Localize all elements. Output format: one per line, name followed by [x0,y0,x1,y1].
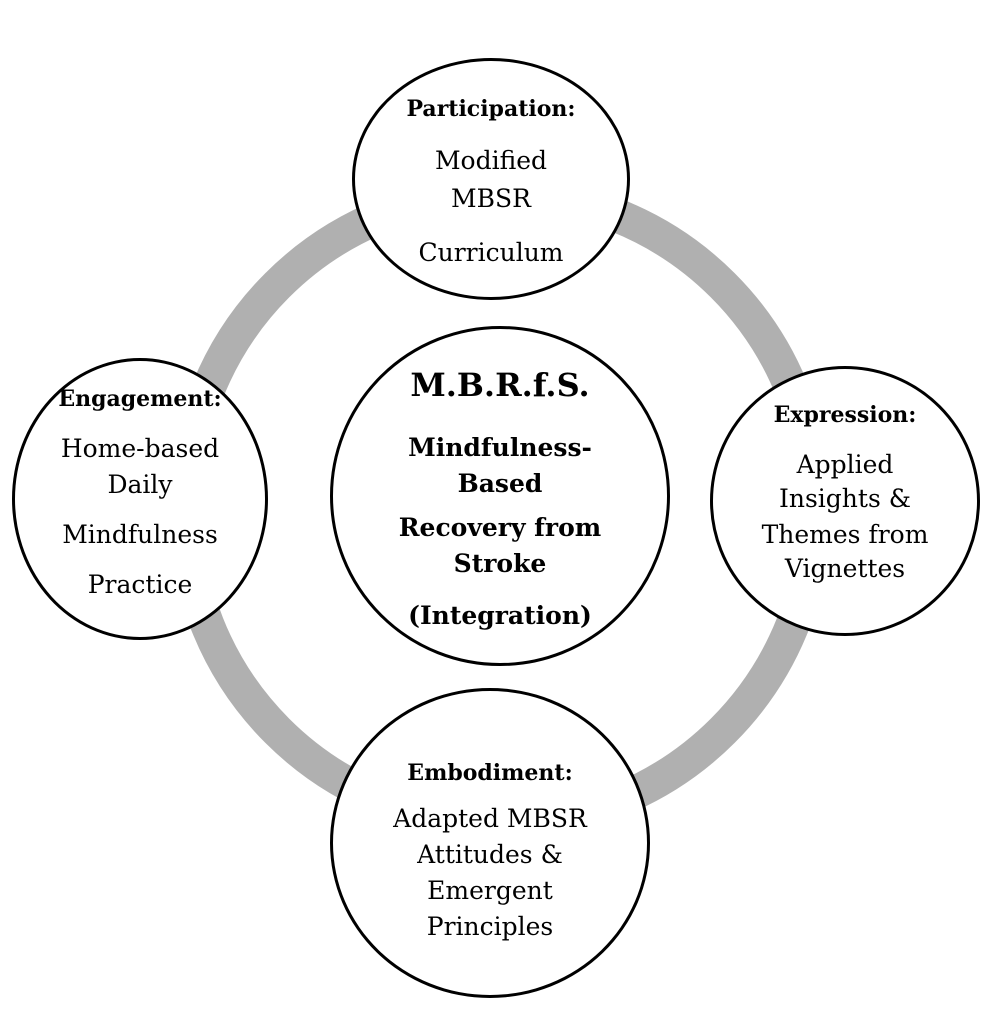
mbrfs-center-node: M.B.R.f.S. Mindfulness- Based Recovery f… [330,326,670,666]
engagement-node: Engagement: Home-based Daily Mindfulness… [12,358,268,640]
center-title: M.B.R.f.S. [410,366,590,404]
embodiment-line: Attitudes & [417,840,563,869]
engagement-heading: Engagement: [58,386,222,412]
center-line: Based [457,469,543,498]
participation-line: Modified [434,146,548,175]
engagement-line: Daily [107,470,173,499]
expression-line: Themes from [761,520,929,549]
embodiment-line: Emergent [427,876,553,905]
engagement-line: Mindfulness [62,520,218,549]
engagement-line: Practice [87,570,193,599]
engagement-line: Home-based [60,434,220,463]
expression-line: Vignettes [784,554,906,583]
center-line: Stroke [453,549,547,578]
embodiment-heading: Embodiment: [407,760,573,786]
expression-heading: Expression: [773,402,917,428]
participation-node: Participation: Modified MBSR Curriculum [352,58,630,300]
embodiment-line: Principles [426,912,554,941]
expression-line: Insights & [779,484,911,513]
center-line: (Integration) [408,601,592,630]
embodiment-line: Adapted MBSR [393,804,587,833]
center-line: Recovery from [398,513,602,542]
participation-line: Curriculum [418,238,564,267]
participation-line: MBSR [451,184,531,213]
participation-heading: Participation: [406,96,576,122]
expression-node: Expression: Applied Insights & Themes fr… [710,366,980,636]
center-line: Mindfulness- [408,433,592,462]
expression-line: Applied [796,450,894,479]
embodiment-node: Embodiment: Adapted MBSR Attitudes & Eme… [330,688,650,998]
